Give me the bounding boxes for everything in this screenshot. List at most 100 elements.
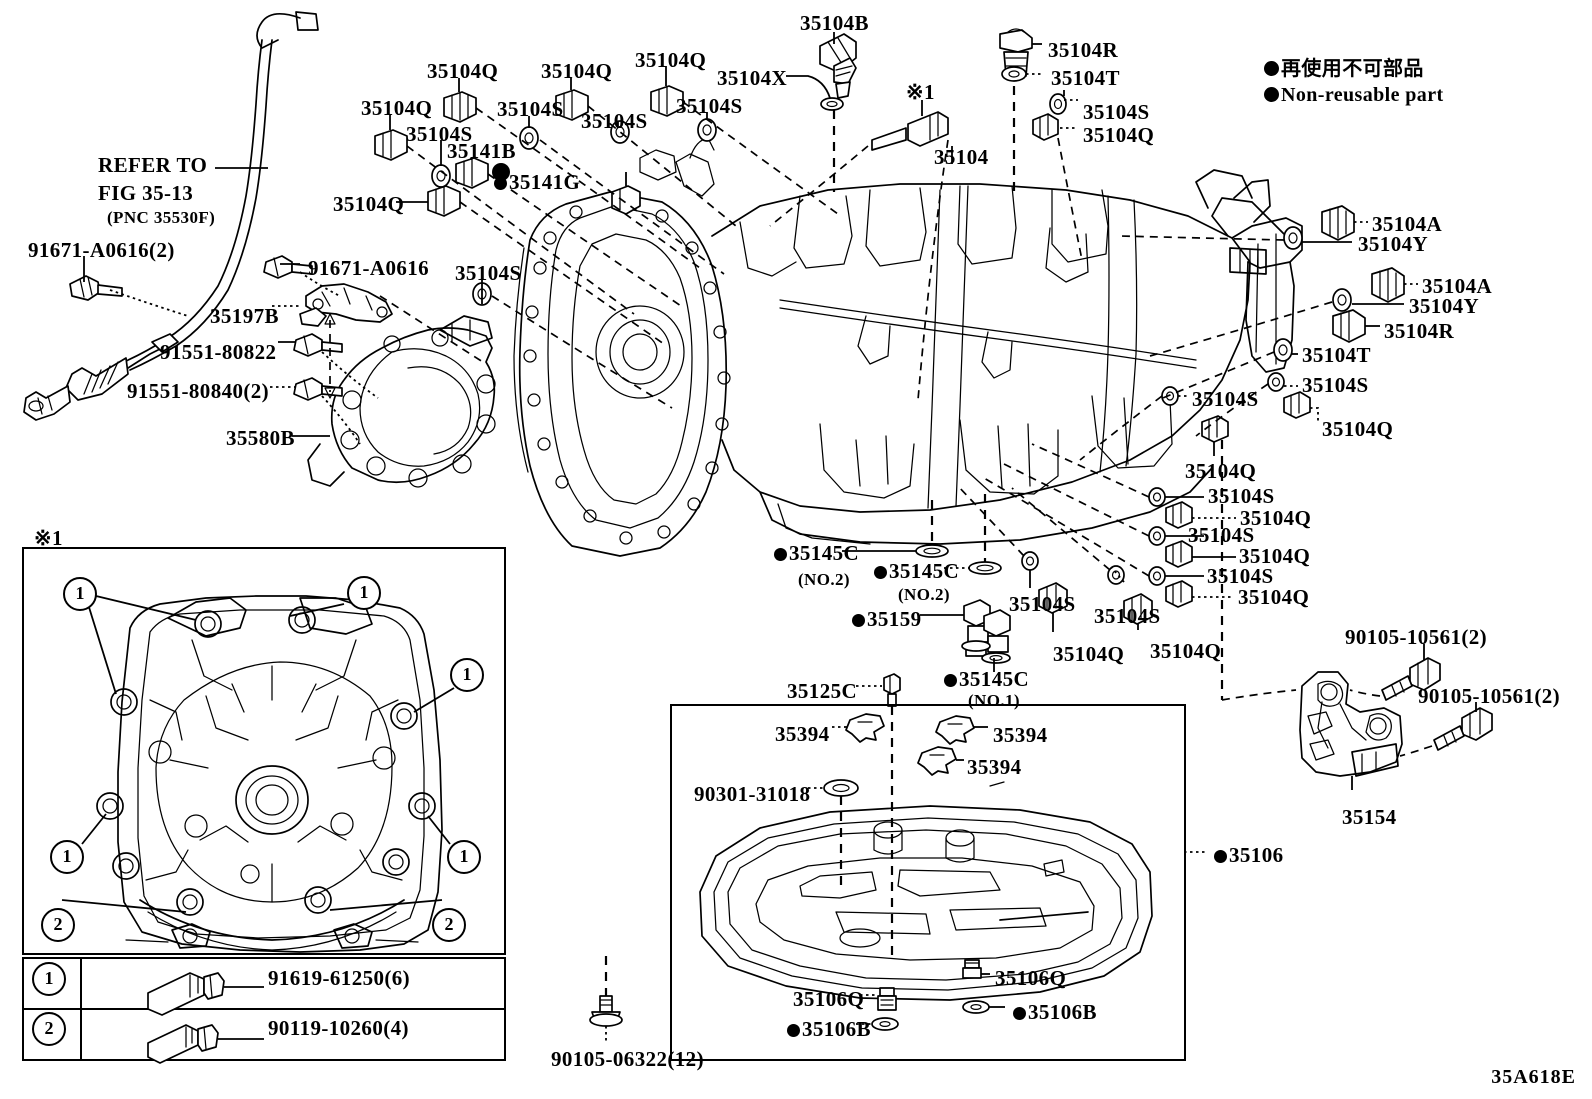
part-callout-35104s: 35104S <box>1208 486 1275 507</box>
oil-pan-inset-box <box>670 704 1186 1061</box>
oil-pump-housing-35580b <box>307 315 496 488</box>
part-callout-35104s: 35104S <box>497 99 564 120</box>
part-number-text: 35104A <box>1422 274 1493 298</box>
part-number-text: FIG 35-13 <box>98 181 194 205</box>
non-reusable-dot-icon <box>1214 850 1227 863</box>
part-callout-35104s: 35104S <box>1009 594 1076 615</box>
filled-circle-icon <box>1264 87 1279 102</box>
part-callout-91671-a0616-2: 91671-A0616(2) <box>28 240 175 261</box>
non-reusable-dot-icon <box>774 548 787 561</box>
part-callout-35104a: 35104A <box>1422 276 1492 297</box>
table-index-2: 2 <box>32 1012 66 1046</box>
part-number-text: 35104S <box>497 97 564 121</box>
part-callout-35104r: 35104R <box>1384 321 1454 342</box>
part-number-text: 35104S <box>676 94 743 118</box>
part-callout-1: ※1 <box>906 82 935 103</box>
part-callout-35104s: 35104S <box>1188 525 1255 546</box>
part-callout-35104t: 35104T <box>1302 345 1371 366</box>
part-callout-35141b: 35141B <box>447 141 516 162</box>
part-callout-35104q: 35104Q <box>1238 587 1309 608</box>
table-bolt-icons <box>147 972 264 1064</box>
part-number-text: 35197B <box>210 304 279 328</box>
clip-35394-c <box>917 746 957 776</box>
non-reusable-dot-icon <box>852 614 865 627</box>
part-callout-35104t: 35104T <box>1051 68 1120 89</box>
part-callout-91551-80822: 91551-80822 <box>160 342 276 363</box>
index-marker-1: 1 <box>347 576 381 610</box>
part-number-text: 35104Q <box>1150 639 1222 663</box>
index-marker-1: 1 <box>63 577 97 611</box>
part-number-text: (NO.1) <box>968 691 1020 710</box>
bolt-90105-10561-b <box>1433 707 1493 751</box>
part-callout-35145c: 35145C <box>874 561 959 582</box>
part-number-text: 35145C <box>959 667 1030 691</box>
index-marker-2: 2 <box>41 908 75 942</box>
bracket-35197b <box>299 283 393 327</box>
part-number-text: 35104Y <box>1358 232 1429 256</box>
part-callout-no-1: (NO.1) <box>968 692 1020 709</box>
part-callout-35394: 35394 <box>775 724 830 745</box>
part-callout-35104r: 35104R <box>1048 40 1118 61</box>
part-number-text: 35104Q <box>361 96 433 120</box>
part-number-text: 35104S <box>1188 523 1255 547</box>
part-35104b-solenoid <box>819 33 857 111</box>
bolt-91551-80822 <box>293 333 343 357</box>
index-part-table <box>22 957 506 1061</box>
part-callout-35106q: 35106Q <box>793 989 864 1010</box>
part-callout-35104s: 35104S <box>455 263 522 284</box>
part-callout-35104s: 35104S <box>581 111 648 132</box>
part-number-text: 35580B <box>226 426 295 450</box>
part-number-text: 90105-10561(2) <box>1345 625 1488 649</box>
part-number-text: 35394 <box>993 723 1048 747</box>
part-callout-35104a: 35104A <box>1372 214 1442 235</box>
part-35104-bolt <box>871 111 949 151</box>
part-number-text: ※1 <box>906 80 935 104</box>
filled-circle-icon <box>1264 61 1279 76</box>
fastener-icons-right <box>1021 205 1405 625</box>
part-number-text: 35104Q <box>1083 123 1155 147</box>
part-callout-35141g: 35141G <box>494 172 580 193</box>
part-callout-35145c: 35145C <box>944 669 1029 690</box>
part-35145c-no2-b <box>968 561 1002 575</box>
part-callout-35104s: 35104S <box>1083 102 1150 123</box>
part-number-text: 35104Q <box>333 192 405 216</box>
part-number-text: 35104R <box>1048 38 1119 62</box>
part-number-text: 35394 <box>775 722 830 746</box>
part-number-text: 35104Q <box>1053 642 1125 666</box>
table-part-2: 90119-10260(4) <box>268 1016 409 1040</box>
part-number-text: 91551-80840(2) <box>127 379 270 403</box>
part-callout-1: ※1 <box>34 528 63 549</box>
part-number-text: ※1 <box>34 526 63 550</box>
part-number-text: 35104S <box>581 109 648 133</box>
part-35145c-no2-a <box>915 544 949 558</box>
part-number-text: 35104T <box>1051 66 1120 90</box>
shift-cable-assembly <box>23 11 319 421</box>
part-number-text: 91671-A0616 <box>308 256 430 280</box>
part-number-text: 35104B <box>800 11 869 35</box>
part-number-text: 35104S <box>1192 387 1259 411</box>
part-callout-no-2: (NO.2) <box>898 586 950 603</box>
part-number-text: 35141G <box>509 170 581 194</box>
part-number-text: 90105-10561(2) <box>1418 684 1561 708</box>
part-callout-35104s: 35104S <box>1192 389 1259 410</box>
part-number-text: 35104Q <box>1238 585 1310 609</box>
part-number-text: (NO.2) <box>898 585 950 604</box>
part-number-text: 35104 <box>934 145 989 169</box>
part-number-text: 91671-A0616(2) <box>28 238 175 262</box>
mount-bracket-35154 <box>1299 671 1403 777</box>
part-number-text: 35104S <box>1302 373 1369 397</box>
part-callout-91551-80840-2: 91551-80840(2) <box>127 381 269 402</box>
part-callout-35104q: 35104Q <box>1053 644 1124 665</box>
part-number-text: 35104S <box>1009 592 1076 616</box>
table-index-1: 1 <box>32 962 66 996</box>
part-number-text: 35154 <box>1342 805 1397 829</box>
part-number-text: 35104T <box>1302 343 1371 367</box>
non-reusable-dot-icon <box>494 177 507 190</box>
part-callout-90301-31018: 90301-31018 <box>694 784 810 805</box>
part-callout-35394: 35394 <box>993 725 1048 746</box>
part-number-text: 35141B <box>447 139 516 163</box>
part-callout-35104q: 35104Q <box>1322 419 1393 440</box>
part-number-text: 35145C <box>889 559 960 583</box>
